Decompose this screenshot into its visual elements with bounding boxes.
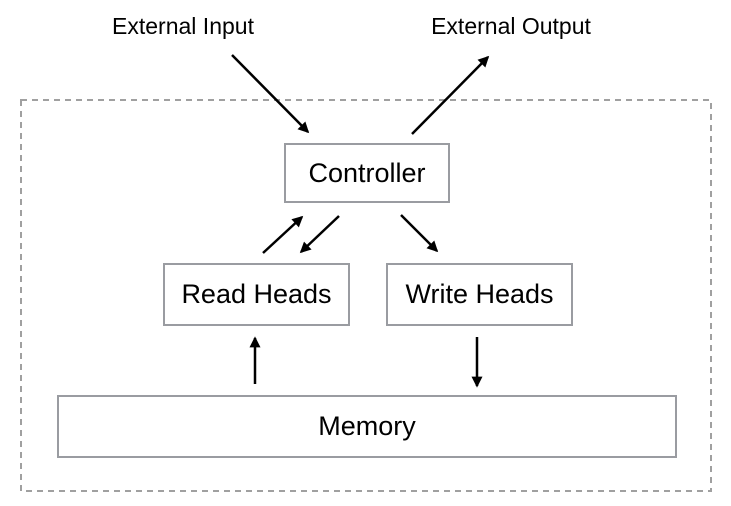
controller-box: Controller — [284, 143, 450, 203]
memory-box: Memory — [57, 395, 677, 458]
read-heads-label: Read Heads — [181, 279, 332, 309]
arrow-controller-to-write-heads — [400, 214, 439, 253]
memory-label: Memory — [318, 411, 416, 441]
arrow-controller-to-read-heads — [299, 215, 340, 254]
machine-boundary-dashed-box — [20, 99, 712, 492]
external-input-label: External Input — [112, 13, 254, 39]
arrow-external-input-to-controller — [231, 54, 310, 134]
arrow-controller-to-external-output — [411, 55, 490, 135]
controller-label: Controller — [308, 157, 426, 188]
write-heads-box: Write Heads — [386, 263, 573, 326]
write-heads-label: Write Heads — [405, 279, 554, 309]
read-heads-box: Read Heads — [163, 263, 350, 326]
arrow-read-heads-to-controller — [262, 215, 304, 254]
external-output-label: External Output — [431, 13, 591, 39]
